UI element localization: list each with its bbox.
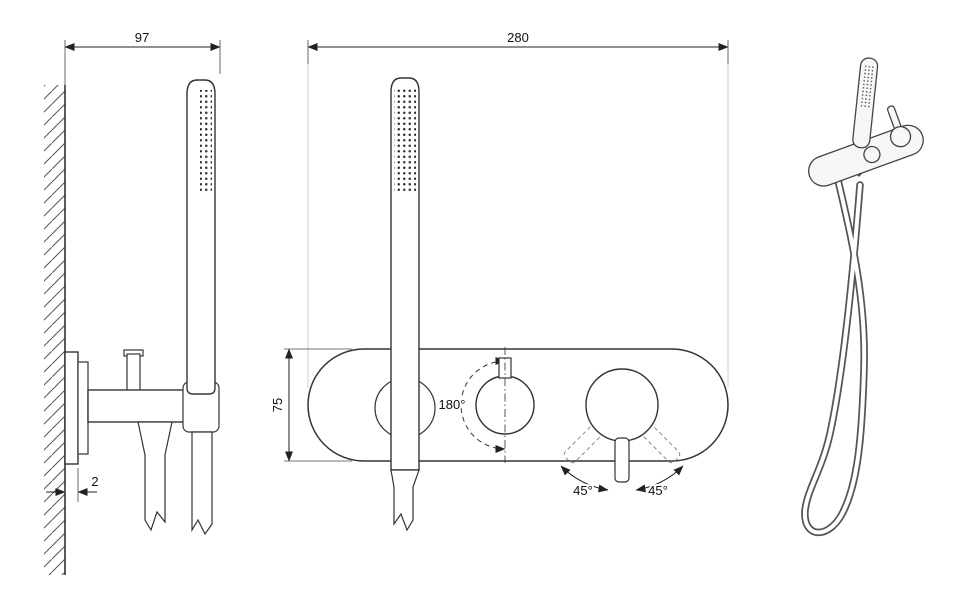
wall-plate-side [64, 351, 79, 465]
angle-45-left-label: 45° [573, 483, 593, 498]
mixer-knob-3d [889, 126, 912, 148]
hand-shower-side [186, 79, 216, 395]
dimension-2: 2 [46, 468, 101, 502]
knob-stem-side [126, 353, 141, 393]
mixer-body-side [64, 349, 220, 536]
hand-shower-front [374, 77, 436, 532]
dimension-97: 97 [64, 28, 221, 74]
angle-180-label: 180° [439, 397, 466, 412]
spray-face-side [200, 90, 212, 194]
perspective-view [801, 57, 924, 537]
dimension-280: 280 [307, 28, 729, 388]
body-arm-side [87, 389, 188, 423]
dim-75-label: 75 [270, 398, 285, 412]
spray-face-3d [859, 63, 875, 109]
temperature-knob-3d [863, 145, 881, 164]
swing-arc-right [635, 465, 684, 493]
rotation-arc-180 [460, 357, 506, 453]
flange-side [77, 361, 89, 455]
dim-97-label: 97 [135, 30, 149, 45]
dim-2-label: 2 [91, 474, 98, 489]
lever-handle [614, 437, 630, 483]
mounting-plate-3d [808, 105, 924, 187]
front-view: 280 75 180° [268, 28, 729, 532]
mixer-lever: 45° 45° [560, 368, 684, 500]
hose-tube-side [191, 431, 213, 536]
hand-shower-3d [852, 57, 879, 149]
temperature-knob: 180° [437, 347, 535, 463]
dim-280-label: 280 [507, 30, 529, 45]
swing-arc-left [560, 465, 609, 493]
angle-45-right-label: 45° [648, 483, 668, 498]
dimension-75: 75 [268, 348, 352, 462]
wall-hatching [44, 85, 65, 575]
outlet-tube-side [137, 421, 173, 532]
spray-face-front [394, 88, 416, 194]
side-view: 97 2 [44, 28, 221, 575]
hose-connector-front [390, 469, 420, 532]
shower-hose-highlight [802, 178, 867, 535]
